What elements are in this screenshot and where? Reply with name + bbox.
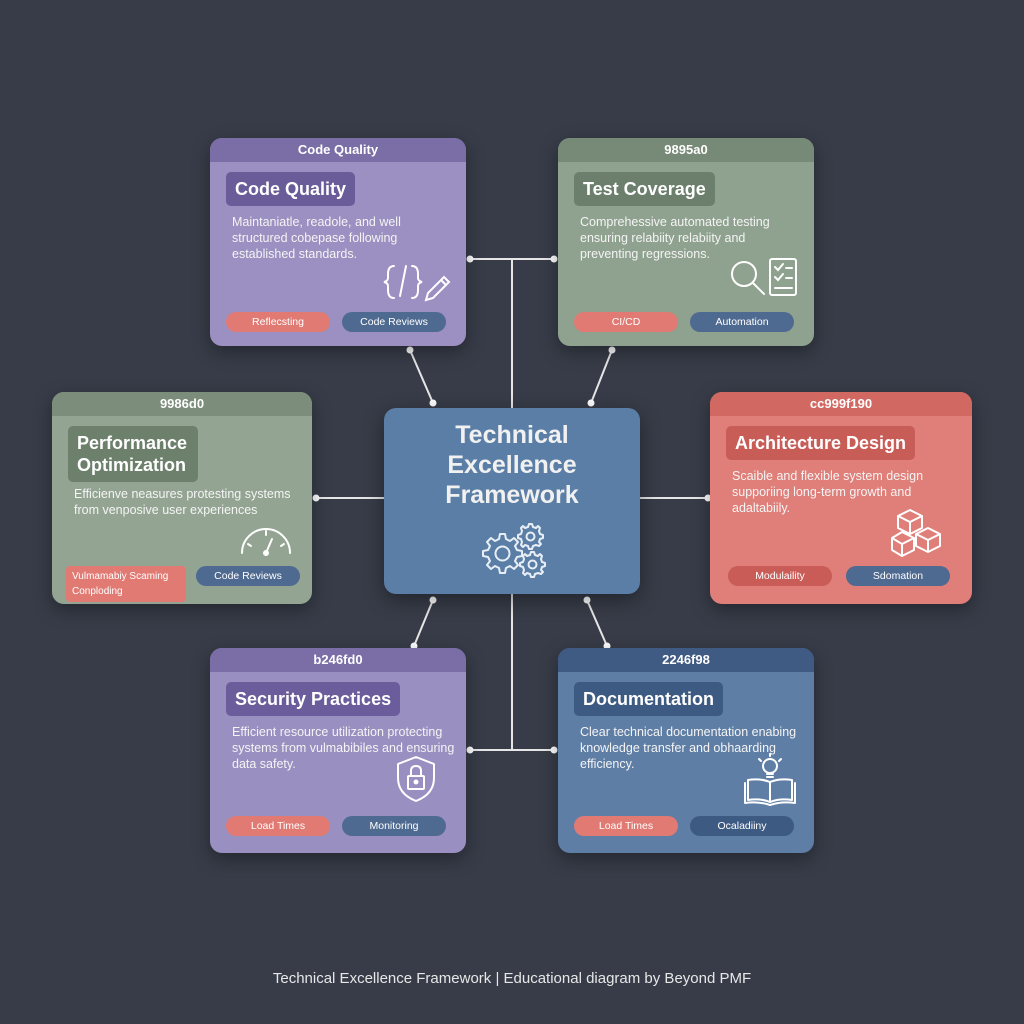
card-header: b246fd0 bbox=[210, 648, 466, 672]
card-header: 9986d0 bbox=[52, 392, 312, 416]
tag-pill[interactable]: Monitoring bbox=[342, 816, 446, 836]
shield-lock-icon bbox=[397, 756, 435, 802]
search-checklist-icon bbox=[731, 258, 797, 296]
connector-dot bbox=[608, 346, 616, 354]
connector-dot bbox=[410, 642, 418, 650]
card-documentation: 2246f98 Documentation Clear technical do… bbox=[558, 648, 814, 853]
card-description: Efficient resource utilization protectin… bbox=[232, 725, 455, 771]
tag-pill[interactable]: Automation bbox=[690, 312, 794, 332]
book-lightbulb-icon bbox=[744, 753, 796, 806]
card-architecture-design: cc999f190 Architecture Design Scaible an… bbox=[710, 392, 972, 604]
card-title: Code Quality bbox=[226, 172, 356, 206]
card-performance-optimization: 9986d0 Performance Optimization Efficien… bbox=[52, 392, 312, 604]
card-description: Clear technical documentation enabing kn… bbox=[580, 725, 797, 771]
tag-pill[interactable]: Ocaladiiny bbox=[690, 816, 794, 836]
card-title: Architecture Design bbox=[726, 426, 916, 460]
cubes-icon bbox=[891, 509, 941, 557]
center-framework-card: Technical Excellence Framework bbox=[384, 408, 640, 594]
tag-pill[interactable]: Vulmamabiy Scaming Conploding bbox=[66, 566, 186, 602]
tag-pill[interactable]: Modulaility bbox=[728, 566, 832, 586]
connector-dot bbox=[704, 494, 712, 502]
footer-caption: Technical Excellence Framework | Educati… bbox=[272, 970, 752, 987]
tag-pill[interactable]: Code Reviews bbox=[196, 566, 300, 586]
gauge-icon bbox=[241, 528, 291, 556]
card-title: Performance Optimization bbox=[68, 426, 198, 482]
connector-dot bbox=[466, 255, 474, 263]
tag-pill[interactable]: Sdomation bbox=[846, 566, 950, 586]
connector-dot bbox=[603, 642, 611, 650]
connector-dot bbox=[583, 596, 591, 604]
connector-dot bbox=[406, 346, 414, 354]
card-description: Scaible and flexible system design suppo… bbox=[732, 469, 924, 515]
code-edit-icon bbox=[383, 265, 451, 302]
connector-dot bbox=[550, 255, 558, 263]
card-security-practices: b246fd0 Security Practices Efficient res… bbox=[210, 648, 466, 853]
connector-dot bbox=[429, 399, 437, 407]
card-header: 9895a0 bbox=[558, 138, 814, 162]
card-test-coverage: 9895a0 Test Coverage Comprehessive autom… bbox=[558, 138, 814, 346]
card-title: Documentation bbox=[574, 682, 724, 716]
card-code-quality: Code Quality Code Quality Maintaniatle, … bbox=[210, 138, 466, 346]
card-header: cc999f190 bbox=[710, 392, 972, 416]
tag-pill[interactable]: Load Times bbox=[574, 816, 678, 836]
connector-dot bbox=[587, 399, 595, 407]
card-description: Efficienve neasures protesting systems f… bbox=[74, 487, 291, 517]
center-title: Technical Excellence Framework bbox=[445, 421, 579, 509]
tag-pill[interactable]: Reflecsting bbox=[226, 312, 330, 332]
connector-dot bbox=[312, 494, 320, 502]
tag-pill[interactable]: CI/CD bbox=[574, 312, 678, 332]
connector-dot bbox=[429, 596, 437, 604]
gears-icon bbox=[482, 523, 546, 578]
card-description: Maintaniatle, readole, and well structur… bbox=[232, 215, 401, 261]
card-description: Comprehessive automated testing ensuring… bbox=[580, 215, 770, 261]
card-header: Code Quality bbox=[210, 138, 466, 162]
card-header: 2246f98 bbox=[558, 648, 814, 672]
tag-pill[interactable]: Load Times bbox=[226, 816, 330, 836]
card-title: Test Coverage bbox=[574, 172, 715, 206]
tag-pill[interactable]: Code Reviews bbox=[342, 312, 446, 332]
card-title: Security Practices bbox=[226, 682, 401, 716]
connector-dot bbox=[550, 746, 558, 754]
connector-dot bbox=[466, 746, 474, 754]
